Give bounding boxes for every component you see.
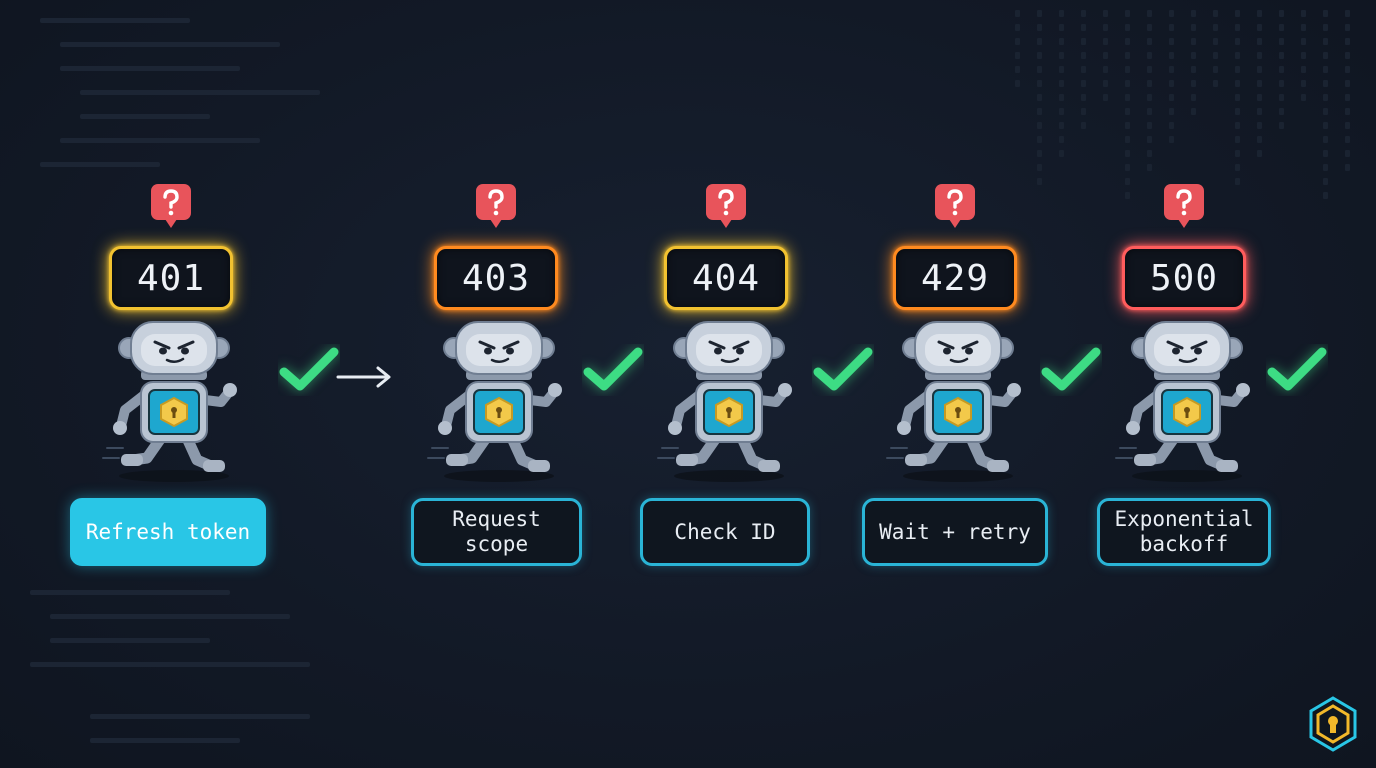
question-bubble-icon — [933, 182, 977, 230]
action-label[interactable]: Wait + retry — [862, 498, 1048, 566]
action-label[interactable]: Exponential backoff — [1097, 498, 1271, 566]
check-icon — [1266, 344, 1328, 396]
status-code-badge: 401 — [109, 246, 233, 310]
action-label[interactable]: Refresh token — [70, 498, 266, 566]
robot-icon — [99, 318, 249, 488]
question-bubble-icon — [704, 182, 748, 230]
action-label[interactable]: Request scope — [411, 498, 582, 566]
robot-icon — [654, 318, 804, 488]
robot-icon — [883, 318, 1033, 488]
question-bubble-icon — [1162, 182, 1206, 230]
question-bubble-icon — [149, 182, 193, 230]
action-label[interactable]: Check ID — [640, 498, 810, 566]
robot-icon — [424, 318, 574, 488]
check-icon — [1040, 344, 1102, 396]
check-icon — [582, 344, 644, 396]
check-icon — [278, 344, 340, 396]
status-code-badge: 429 — [893, 246, 1017, 310]
robot-icon — [1112, 318, 1262, 488]
status-code-badge: 500 — [1122, 246, 1246, 310]
check-icon — [812, 344, 874, 396]
arrow-right-icon — [336, 364, 394, 390]
status-code-badge: 403 — [434, 246, 558, 310]
hex-keyhole-logo-icon — [1309, 696, 1357, 752]
question-bubble-icon — [474, 182, 518, 230]
status-code-badge: 404 — [664, 246, 788, 310]
